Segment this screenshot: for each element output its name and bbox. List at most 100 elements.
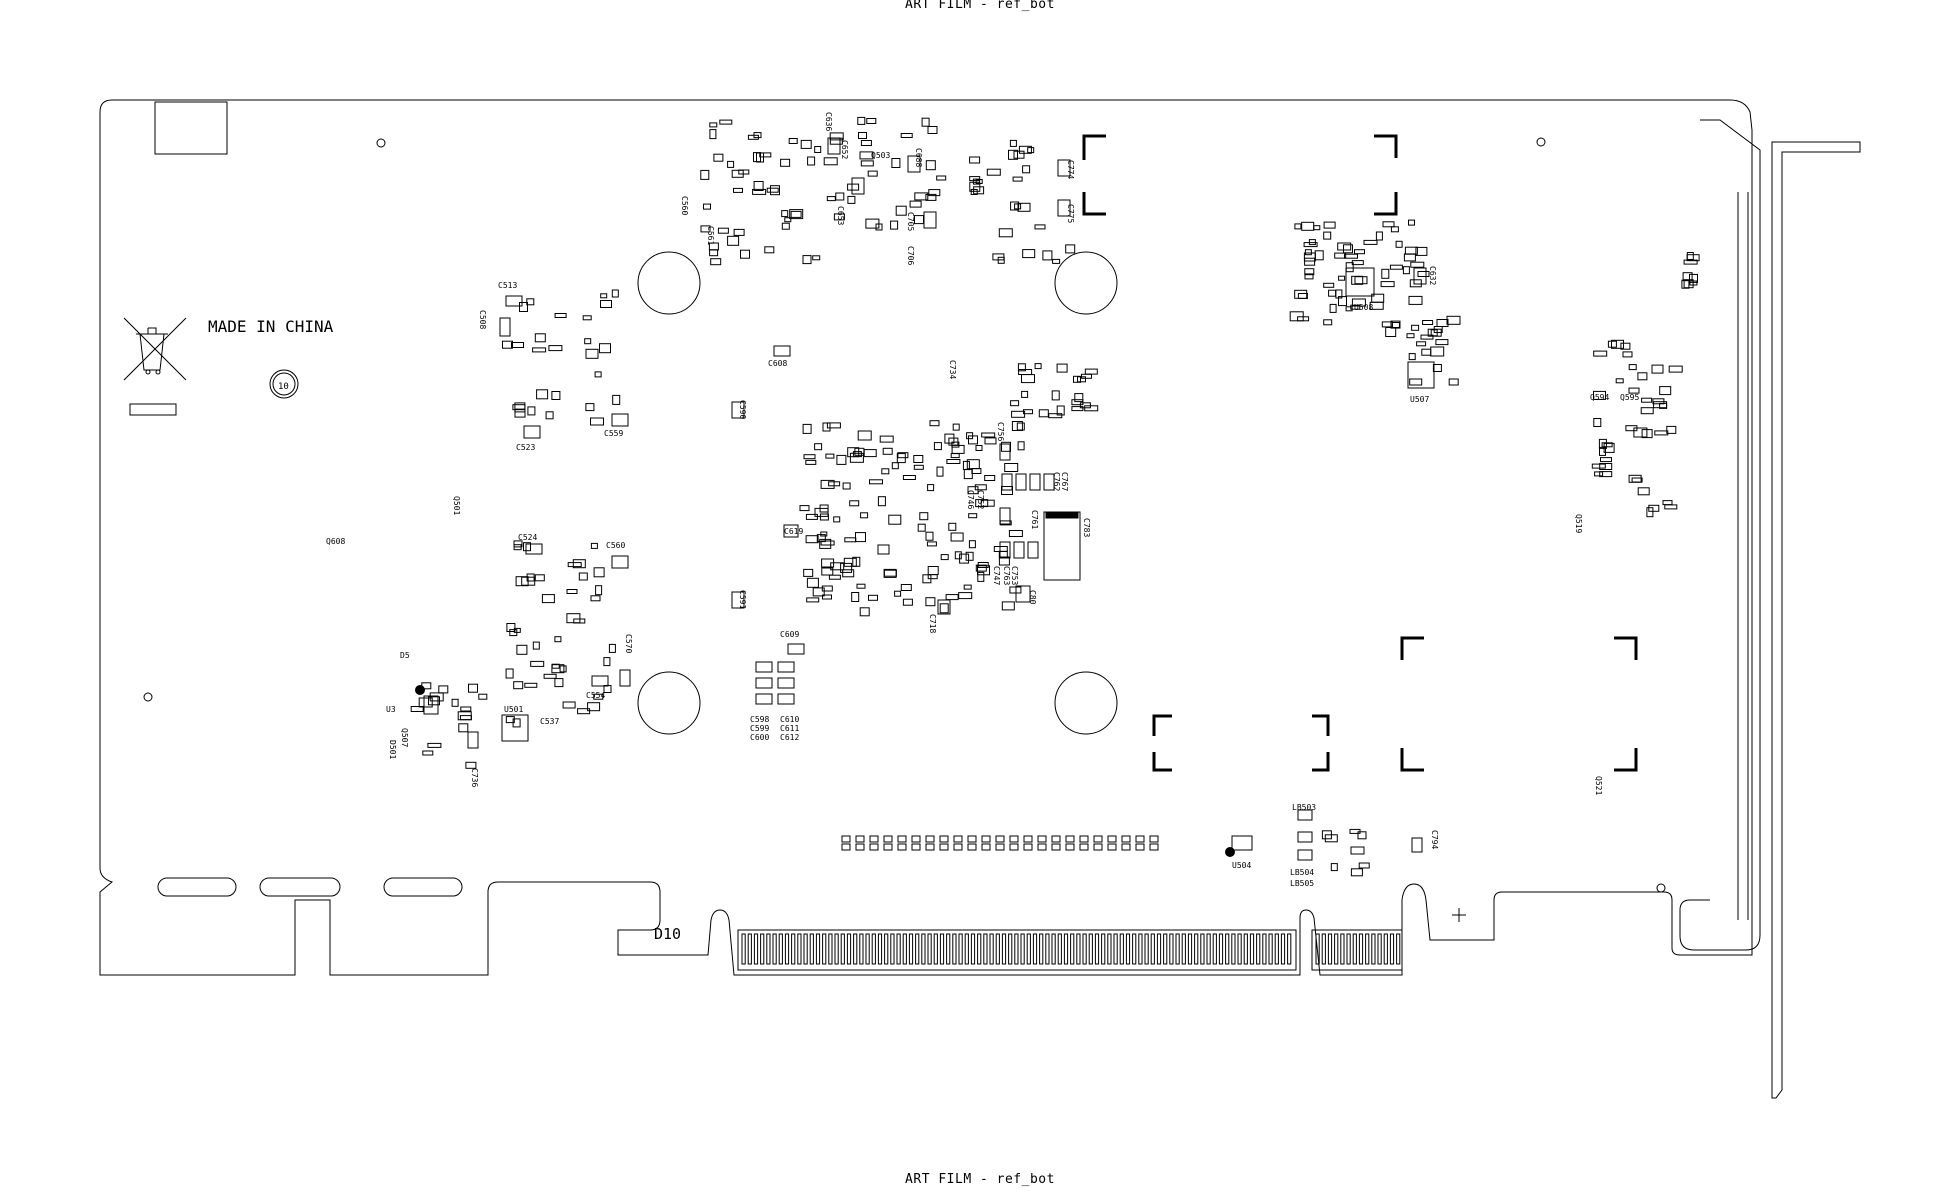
component-label-c753: C753 bbox=[1010, 566, 1019, 585]
edge-finger bbox=[797, 933, 802, 965]
component-label-q507: Q507 bbox=[400, 728, 409, 747]
edge-finger bbox=[1125, 933, 1131, 965]
smd-part bbox=[927, 126, 938, 134]
edge-finger bbox=[1076, 933, 1081, 965]
smd-part bbox=[855, 843, 865, 851]
smd-part bbox=[591, 675, 609, 687]
edge-finger bbox=[1358, 933, 1364, 965]
component-label-c554: C554 bbox=[586, 691, 605, 700]
smd-part bbox=[502, 340, 513, 349]
smd-part bbox=[532, 641, 540, 650]
smd-part bbox=[578, 572, 588, 581]
smd-part bbox=[927, 484, 935, 492]
component-label-q501: Q501 bbox=[452, 496, 461, 515]
edge-finger bbox=[1206, 933, 1211, 965]
smd-part bbox=[1395, 240, 1403, 248]
smd-part bbox=[1056, 405, 1065, 416]
smd-part bbox=[1079, 835, 1089, 843]
component-label-c688: C688 bbox=[914, 148, 923, 167]
smd-part bbox=[1380, 281, 1395, 288]
smd-part bbox=[554, 636, 562, 643]
component-label-c609: C609 bbox=[780, 630, 799, 639]
smd-part bbox=[505, 716, 515, 724]
component-label-c774: C774 bbox=[1066, 160, 1075, 179]
smd-part bbox=[548, 345, 563, 352]
smd-part bbox=[1074, 393, 1084, 403]
smd-part bbox=[1410, 261, 1425, 268]
smd-part bbox=[926, 541, 937, 547]
smd-part bbox=[951, 441, 960, 448]
smd-part bbox=[1430, 346, 1445, 357]
smd-part bbox=[981, 835, 991, 843]
smd-part bbox=[866, 118, 877, 124]
smd-part bbox=[933, 442, 942, 451]
component-label-c636: C636 bbox=[824, 112, 833, 131]
smd-part bbox=[611, 555, 629, 569]
smd-part bbox=[962, 460, 970, 470]
smd-part bbox=[1323, 231, 1332, 240]
smd-part bbox=[967, 486, 979, 495]
edge-finger bbox=[1169, 933, 1174, 965]
edge-finger bbox=[915, 933, 920, 965]
smd-part bbox=[913, 455, 924, 463]
smd-part bbox=[731, 591, 745, 609]
smd-part bbox=[879, 435, 894, 443]
smd-part bbox=[1051, 390, 1060, 401]
component-label-c762: C762 bbox=[1052, 472, 1061, 491]
smd-part bbox=[1683, 259, 1698, 265]
smd-part bbox=[927, 566, 939, 575]
smd-part bbox=[1065, 244, 1076, 254]
smd-part bbox=[859, 607, 870, 617]
smd-part bbox=[759, 152, 772, 158]
smd-part bbox=[803, 568, 814, 577]
smd-part bbox=[1446, 315, 1461, 325]
smd-part bbox=[860, 140, 872, 146]
smd-part bbox=[418, 697, 433, 708]
component-label-c761: C761 bbox=[1030, 510, 1039, 529]
smd-part bbox=[820, 479, 835, 489]
smd-part bbox=[1682, 272, 1693, 282]
smd-part bbox=[594, 371, 602, 378]
smd-part bbox=[755, 661, 773, 673]
smd-part bbox=[582, 315, 592, 321]
smd-part bbox=[733, 228, 745, 236]
smd-part bbox=[1301, 221, 1315, 231]
component-label-lb505: LB505 bbox=[1290, 879, 1314, 888]
smd-part bbox=[890, 220, 899, 230]
smd-part bbox=[857, 116, 866, 125]
edge-finger bbox=[1150, 933, 1155, 965]
smd-part bbox=[731, 401, 745, 419]
component-label-c610: C610 bbox=[780, 715, 799, 724]
edge-finger bbox=[970, 933, 976, 965]
smd-part bbox=[849, 500, 860, 507]
smd-part bbox=[1135, 843, 1145, 851]
smd-part bbox=[967, 835, 977, 843]
edge-finger bbox=[1181, 933, 1186, 965]
edge-finger bbox=[921, 933, 926, 965]
smd-part bbox=[551, 391, 561, 400]
board-slot bbox=[157, 877, 237, 897]
smd-part bbox=[965, 551, 974, 561]
smd-part bbox=[896, 453, 906, 464]
edge-finger bbox=[1315, 933, 1320, 965]
smd-part bbox=[738, 169, 750, 175]
edge-finger bbox=[1008, 933, 1013, 965]
edge-finger bbox=[977, 933, 982, 965]
edge-finger bbox=[1063, 933, 1069, 965]
edge-finger bbox=[1070, 933, 1075, 965]
smd-part bbox=[590, 595, 601, 602]
smd-part bbox=[1107, 843, 1117, 851]
smd-part bbox=[851, 177, 865, 195]
smd-part bbox=[590, 417, 604, 426]
smd-part bbox=[577, 708, 591, 715]
smd-part bbox=[820, 540, 835, 546]
smd-part bbox=[993, 546, 1008, 552]
smd-part bbox=[1409, 279, 1422, 288]
edge-finger bbox=[995, 933, 1000, 965]
smd-part bbox=[719, 119, 733, 125]
edge-finger bbox=[1383, 933, 1388, 965]
smd-part bbox=[970, 189, 978, 195]
edge-finger bbox=[939, 933, 945, 965]
smd-part bbox=[747, 134, 759, 140]
component-label-c736: C736 bbox=[470, 768, 479, 787]
